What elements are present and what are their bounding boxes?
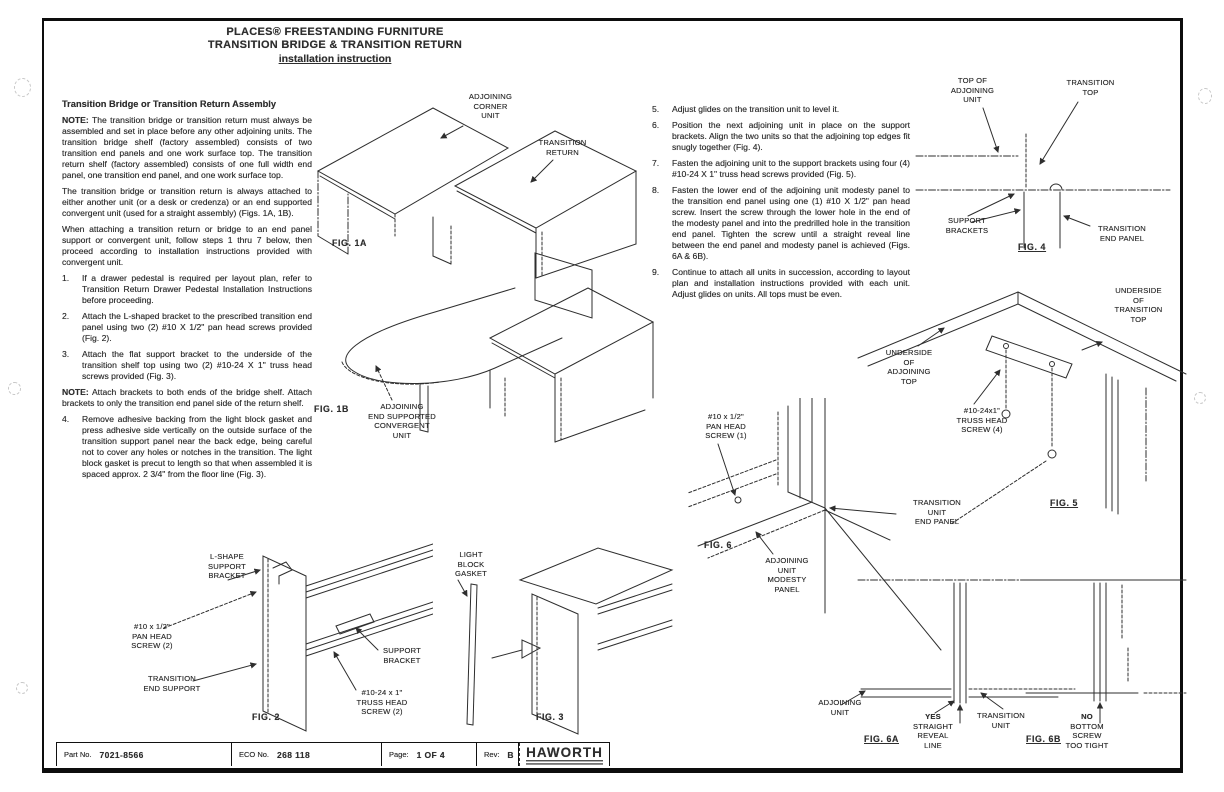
paragraph: When attaching a transition return or br…: [62, 224, 312, 267]
footer-revision-cell: Rev: B: [477, 743, 519, 766]
fig2-label-support-bracket: SUPPORT BRACKET: [383, 646, 421, 665]
left-text-column: Transition Bridge or Transition Return A…: [62, 99, 312, 480]
revision-label: Rev:: [484, 750, 500, 759]
fig3-caption: FIG. 3: [536, 712, 565, 722]
eco-number-value: 268 118: [277, 749, 311, 760]
fig6-label-pan-head-screw: #10 x 1/2" PAN HEAD SCREW (1): [705, 412, 747, 440]
fig1a-label-adjoining-corner-unit: ADJOINING CORNER UNIT: [468, 92, 513, 120]
fig6-label-transition-unit-end-panel: TRANSITION UNIT END PANEL: [913, 498, 961, 526]
fig6-label-adjoining-unit-modesty-panel: ADJOINING UNIT MODESTY PANEL: [765, 556, 809, 594]
instruction-step: 1.If a drawer pedestal is required per l…: [62, 273, 312, 305]
title-line-1: PLACES® FREESTANDING FURNITURE: [226, 26, 444, 38]
fig4-label-top-of-adjoining-unit: TOP OF ADJOINING UNIT: [950, 76, 995, 104]
fig5-label-underside-transition-top: UNDERSIDE OF TRANSITION TOP: [1114, 286, 1163, 324]
title-block-footer: Part No. 7021-8566 ECO No. 268 118 Page:…: [56, 742, 610, 766]
fig4-caption: FIG. 4: [1018, 242, 1047, 252]
instruction-step: 3.Attach the flat support bracket to the…: [62, 349, 312, 381]
fig5-caption: FIG. 5: [1050, 498, 1079, 508]
note-paragraph: NOTE: The transition bridge or transitio…: [62, 115, 312, 181]
page-value: 1 OF 4: [416, 749, 445, 760]
no-rest: BOTTOM SCREW TOO TIGHT: [1065, 721, 1109, 750]
fig2-label-transition-end-support: TRANSITION END SUPPORT: [143, 674, 201, 693]
instruction-step: 2.Attach the L-shaped bracket to the pre…: [62, 311, 312, 343]
fig2-label-lshape-bracket: L-SHAPE SUPPORT BRACKET: [208, 552, 246, 580]
registration-mark: [14, 78, 31, 97]
note-text: Attach brackets to both ends of the brid…: [62, 387, 312, 408]
instruction-step: 8.Fasten the lower end of the adjoining …: [652, 185, 910, 261]
fig6b-caption: FIG. 6B: [1026, 734, 1061, 744]
part-number-value: 7021-8566: [99, 749, 144, 760]
title-line-2: TRANSITION BRIDGE & TRANSITION RETURN: [207, 39, 463, 51]
instruction-step: 7.Fasten the adjoining unit to the suppo…: [652, 158, 910, 179]
fig6-caption: FIG. 6: [704, 540, 733, 550]
instruction-step: 4.Remove adhesive backing from the light…: [62, 414, 312, 479]
fig6a-label-transition-unit: TRANSITION UNIT: [977, 711, 1025, 730]
registration-mark: [8, 382, 21, 395]
eco-number-label: ECO No.: [239, 750, 270, 759]
fig4-label-transition-end-panel: TRANSITION END PANEL: [1098, 224, 1146, 243]
instruction-step: 5.Adjust glides on the transition unit t…: [652, 104, 840, 114]
footer-page-cell: Page: 1 OF 4: [382, 743, 477, 766]
fig2-caption: FIG. 2: [252, 712, 281, 722]
fig2-label-truss-head-screw: #10-24 x 1" TRUSS HEAD SCREW (2): [356, 688, 408, 716]
note-text: The transition bridge or transition retu…: [62, 115, 312, 180]
page-label: Page:: [389, 750, 409, 759]
part-number-label: Part No.: [64, 750, 92, 759]
fig5-label-underside-adjoining-top: UNDERSIDE OF ADJOINING TOP: [885, 348, 933, 386]
note-paragraph: NOTE: Attach brackets to both ends of th…: [62, 387, 312, 409]
document-title: PLACES® FREESTANDING FURNITURE TRANSITIO…: [200, 26, 470, 66]
fig1a-caption: FIG. 1A: [332, 238, 367, 248]
note-label: NOTE:: [62, 387, 89, 397]
title-line-3: installation instruction: [278, 53, 392, 65]
footer-brand-cell: HAWORTH: [519, 743, 609, 766]
page-border-frame: [42, 18, 1183, 773]
haworth-logo: HAWORTH: [526, 745, 603, 765]
section-heading: Transition Bridge or Transition Return A…: [62, 99, 277, 109]
footer-eco-number-cell: ECO No. 268 118: [232, 743, 382, 766]
fig4-label-transition-top: TRANSITION TOP: [1066, 78, 1115, 97]
middle-text-column: 5.Adjust glides on the transition unit t…: [652, 104, 910, 300]
fig1b-caption: FIG. 1B: [314, 404, 349, 414]
registration-mark: [1194, 392, 1206, 404]
note-label: NOTE:: [62, 115, 89, 125]
fig6a-label-adjoining-unit: ADJOINING UNIT: [818, 698, 862, 717]
fig6a-caption: FIG. 6A: [864, 734, 899, 744]
fig5-label-truss-head-screw: #10-24x1" TRUSS HEAD SCREW (4): [956, 406, 1008, 434]
instruction-step: 9.Continue to attach all units in succes…: [652, 267, 910, 299]
registration-mark: [16, 682, 28, 694]
fig3-label-light-block-gasket: LIGHT BLOCK GASKET: [454, 550, 487, 578]
instruction-step: 6.Position the next adjoining unit in pl…: [652, 120, 910, 152]
fig1b-label-convergent-unit: ADJOINING END SUPPORTED CONVERGENT UNIT: [368, 402, 436, 440]
yes-emphasis: YES: [925, 712, 941, 721]
footer-part-number-cell: Part No. 7021-8566: [57, 743, 232, 766]
paragraph: The transition bridge or transition retu…: [62, 186, 312, 218]
revision-value: B: [507, 749, 514, 760]
no-emphasis: NO: [1081, 712, 1093, 721]
yes-rest: STRAIGHT REVEAL LINE: [913, 721, 953, 750]
fig4-label-support-brackets: SUPPORT BRACKETS: [945, 216, 989, 235]
fig1a-label-transition-return: TRANSITION RETURN: [538, 138, 587, 157]
registration-mark: [1198, 88, 1212, 104]
fig2-label-pan-head-screw: #10 x 1/2" PAN HEAD SCREW (2): [131, 622, 173, 650]
